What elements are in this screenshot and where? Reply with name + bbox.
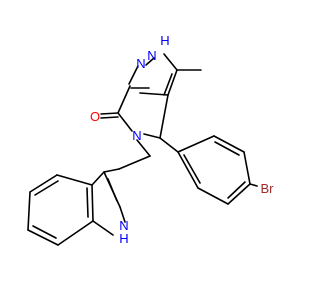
- bond-c4-ar: [159, 137, 179, 153]
- indole-nh-h-label: H: [119, 231, 128, 246]
- bond-n1-n2: [145, 57, 155, 66]
- carbonyl-oxygen-label: O: [90, 109, 100, 124]
- bond-ar-1: [177, 135, 215, 153]
- bond-ar-4-double: [227, 181, 246, 199]
- bond-ar-3: [243, 151, 251, 185]
- bond-c7a-c3a-ind: [91, 184, 94, 222]
- pyrazole-nh-h-label: H: [160, 33, 169, 48]
- bond-c2-n1-ind: [119, 206, 126, 223]
- bond-benz-1: [56, 174, 93, 186]
- atom-label-set: H N N O N Br N H: [90, 33, 274, 246]
- bond-n1-c6a: [128, 65, 139, 85]
- bond-n5-c4: [143, 133, 161, 139]
- molecule-structure: H N N O N Br N H: [27, 33, 274, 246]
- bond-set: [27, 53, 258, 246]
- bond-n1-c7a-ind: [92, 220, 114, 236]
- bond-ar-2-double: [214, 141, 240, 156]
- bond-c3-c3a-ind: [91, 171, 105, 186]
- bond-benz-2: [29, 174, 58, 193]
- structure-canvas: H N N O N Br N H: [27, 33, 274, 246]
- bond-benz-5: [57, 220, 94, 246]
- bromine-label: Br: [261, 181, 275, 196]
- bond-c6a-c6: [117, 85, 131, 114]
- bond-benz-2-double: [34, 180, 59, 196]
- bond-ar-4: [227, 183, 251, 205]
- bond-n5-ch2: [136, 139, 151, 157]
- bond-benz-4: [27, 229, 59, 246]
- bond-ar-2: [213, 135, 245, 153]
- bond-benz-3: [27, 191, 31, 231]
- bond-c3a-c6a: [139, 92, 169, 96]
- bond-c6-o: [100, 112, 119, 115]
- bond-ch2-indole: [103, 168, 120, 173]
- bond-ch2-ch2: [118, 155, 151, 170]
- indole-nitrogen-label: N: [119, 218, 128, 233]
- pyrazole-n-label: N: [136, 56, 145, 71]
- bond-ar-br: [249, 183, 258, 187]
- bond-benz-6-double: [86, 187, 89, 218]
- bond-c3-c3a: [167, 69, 178, 96]
- bond-ar-6-double: [183, 154, 201, 184]
- bond-c3-c2-double: [107, 178, 118, 202]
- bond-ar-6: [177, 151, 199, 189]
- pyrazole-nh-n-label: N: [147, 48, 156, 63]
- bond-c6-o-double: [100, 116, 119, 119]
- lactam-nitrogen-label: N: [132, 128, 141, 143]
- bond-n2-c3: [163, 53, 178, 71]
- bond-benz-4-double: [32, 225, 57, 239]
- bond-c4-c3a: [159, 94, 169, 139]
- bond-ar-5: [197, 187, 229, 205]
- bond-c6-n5: [117, 112, 133, 132]
- bond-c3-c3a-double: [163, 73, 173, 96]
